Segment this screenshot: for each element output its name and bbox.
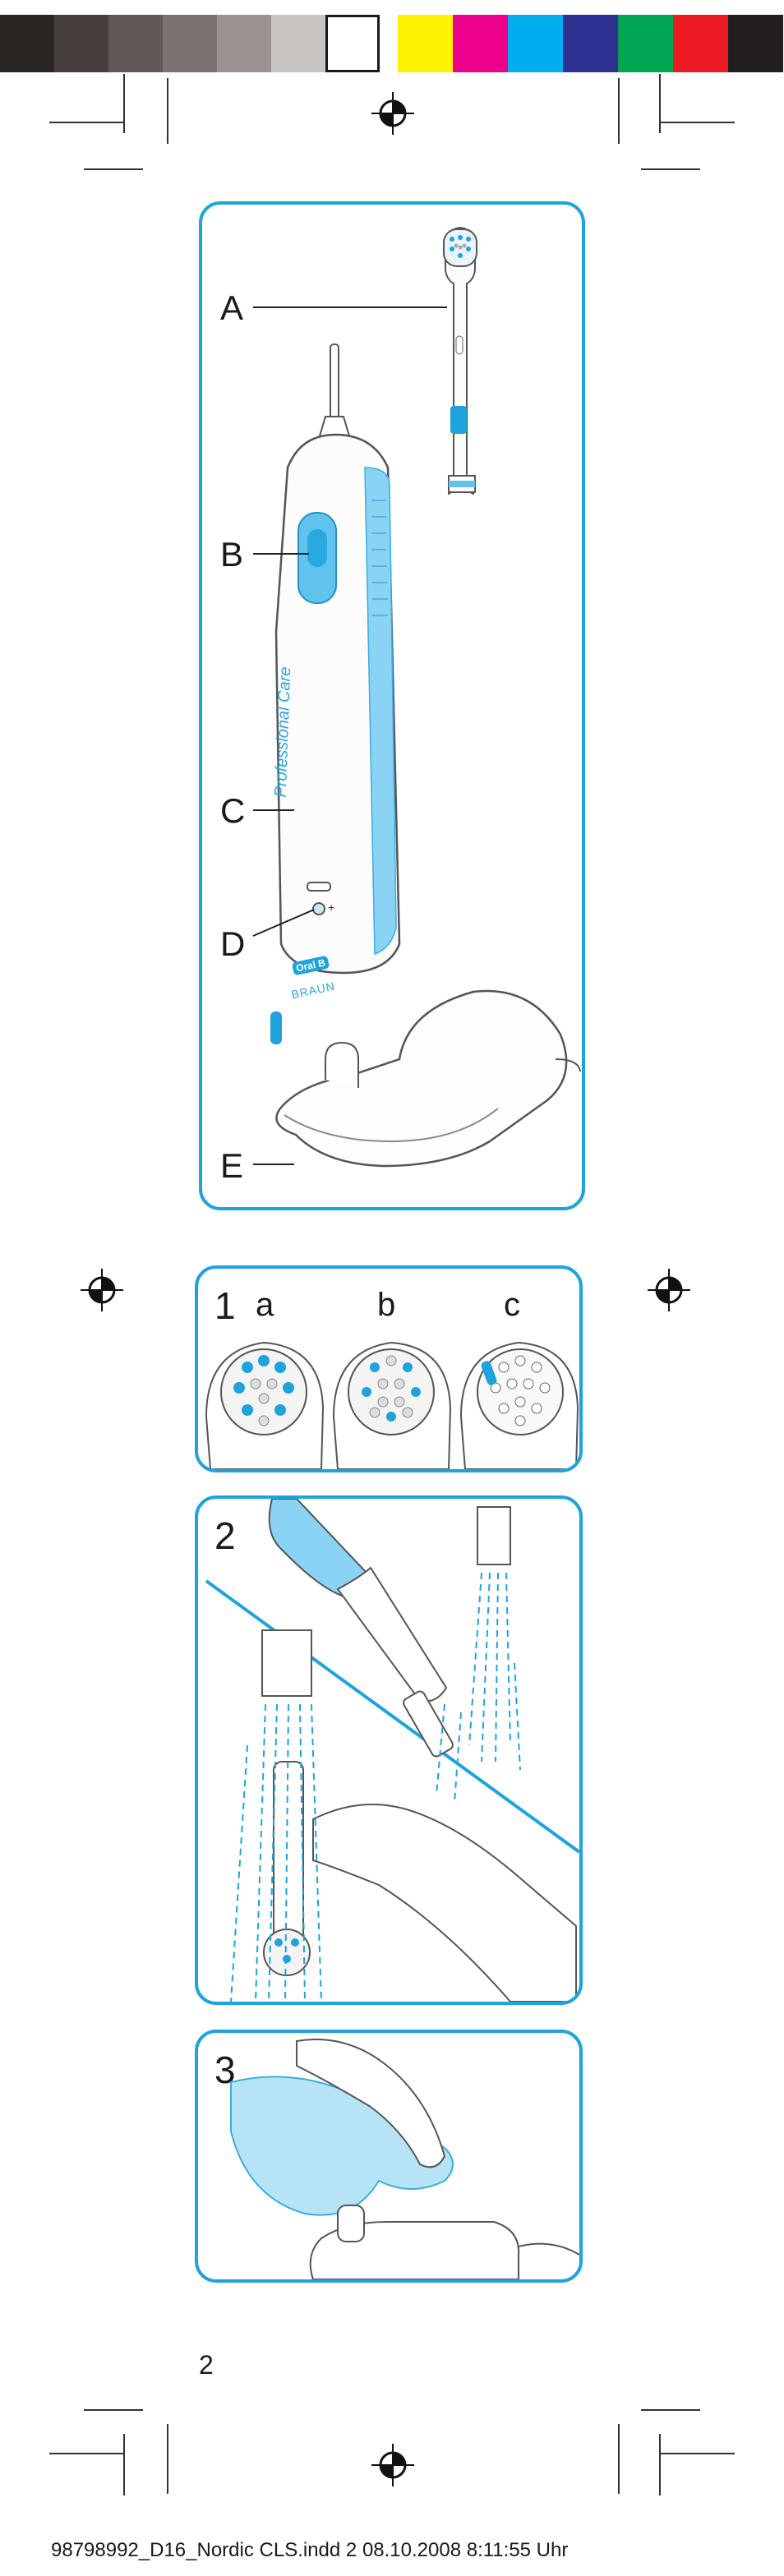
crop-mark — [659, 74, 661, 133]
figure-3-panel: 3 — [195, 2030, 583, 2283]
crop-mark — [84, 168, 143, 170]
label-e: E — [220, 1146, 244, 1185]
label-a: A — [220, 288, 244, 327]
crop-mark — [659, 2434, 661, 2495]
head-rinse-illustration — [230, 1629, 577, 2002]
crop-mark — [618, 78, 620, 144]
step-2-number: 2 — [214, 1514, 236, 1557]
color-swatch — [563, 15, 618, 72]
color-swatch — [453, 15, 508, 72]
brush-head-a — [443, 226, 477, 495]
figure-2-panel: 2 — [195, 1495, 583, 2005]
registration-mark-icon — [371, 2444, 414, 2486]
figure-1-panel: 1 a b c — [195, 1265, 583, 1472]
crop-mark — [123, 2434, 125, 2495]
crop-mark — [84, 2409, 143, 2411]
registration-mark-icon — [81, 1269, 123, 1311]
brush-head-a-icon — [205, 1341, 325, 1469]
gray-calibration-bar — [0, 15, 380, 72]
fig1-label-b: b — [377, 1287, 396, 1323]
crop-mark — [123, 74, 125, 133]
page-number: 2 — [199, 2350, 214, 2380]
crop-mark — [167, 78, 168, 144]
color-swatch — [618, 15, 673, 72]
overview-panel: + A B C D E Professional Care Oral B BRA… — [199, 201, 585, 1210]
crop-mark — [167, 2424, 168, 2494]
step-1-number: 1 — [214, 1284, 236, 1327]
color-swatch — [508, 15, 563, 72]
crop-mark — [641, 168, 700, 170]
label-d: D — [220, 924, 246, 963]
color-calibration-bar — [398, 15, 783, 72]
crop-mark — [661, 122, 735, 123]
color-swatch — [728, 15, 783, 72]
gray-swatch — [54, 15, 108, 72]
fig1-label-a: a — [256, 1287, 274, 1323]
cleaning-charger-illustration — [230, 2039, 579, 2279]
color-swatch — [398, 15, 453, 72]
crop-mark — [661, 2453, 735, 2454]
gray-swatch — [0, 15, 54, 72]
label-c: C — [220, 791, 246, 830]
label-b: B — [220, 535, 244, 574]
svg-text:+: + — [328, 901, 334, 914]
fig1-label-c: c — [504, 1287, 520, 1323]
toothbrush-handle: + — [270, 343, 401, 1044]
gray-swatch — [325, 15, 380, 72]
brush-head-b-icon — [332, 1341, 452, 1469]
crop-mark — [618, 2424, 620, 2494]
gray-swatch — [108, 15, 163, 72]
rinsing-illustration — [205, 1499, 579, 2002]
charger-base — [275, 989, 581, 1168]
color-swatch — [673, 15, 728, 72]
crop-mark — [49, 122, 123, 123]
registration-mark-icon — [648, 1269, 690, 1311]
toothbrush-illustration: + — [252, 226, 581, 1168]
registration-mark-icon — [371, 92, 414, 135]
file-info-footer: 98798992_D16_Nordic CLS.indd 2 08.10.200… — [51, 2539, 569, 2561]
gray-swatch — [217, 15, 271, 72]
brush-head-c-icon — [459, 1341, 579, 1469]
gray-swatch — [271, 15, 325, 72]
brush-heads-illustration — [205, 1341, 579, 1469]
crop-mark — [641, 2409, 700, 2411]
handle-rinse-illustration — [268, 1499, 521, 1804]
crop-mark — [49, 2453, 123, 2454]
gray-swatch — [163, 15, 217, 72]
